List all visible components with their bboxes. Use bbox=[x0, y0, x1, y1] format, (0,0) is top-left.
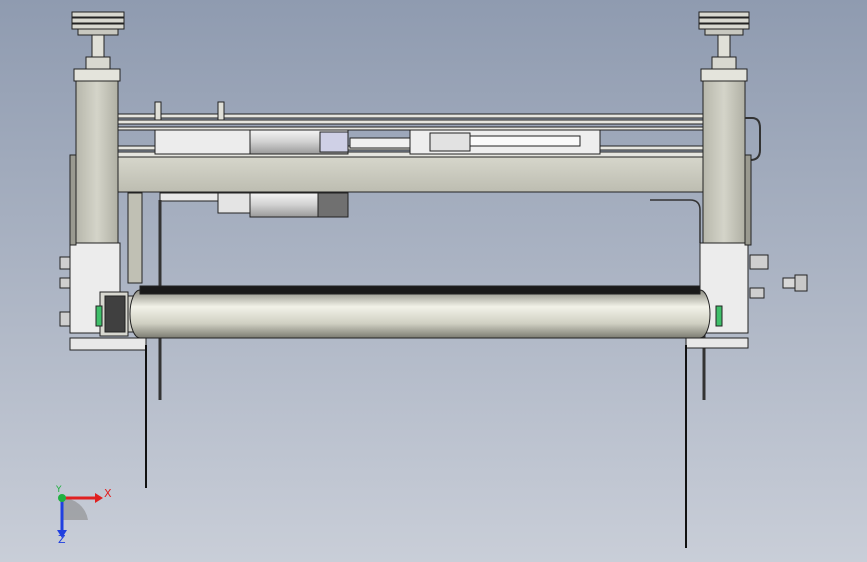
left-bearing-seal bbox=[95, 305, 103, 327]
y-axis-label: Y bbox=[56, 485, 62, 495]
left-side-plate bbox=[69, 154, 77, 246]
left-adjust-knob[interactable] bbox=[71, 11, 125, 82]
loose-bolt[interactable] bbox=[782, 274, 808, 292]
roller-belt-edge bbox=[139, 285, 701, 295]
left-bolt-lower bbox=[59, 311, 71, 327]
z-axis-arrowhead bbox=[57, 530, 67, 538]
rail-post-left bbox=[154, 101, 162, 121]
right-bolt-lower bbox=[749, 287, 765, 299]
left-hanging-plate bbox=[127, 192, 143, 284]
right-side-plate bbox=[744, 154, 752, 246]
main-crossbeam[interactable] bbox=[117, 156, 704, 193]
right-guide-rod bbox=[650, 199, 701, 243]
right-base-bracket bbox=[685, 337, 749, 548]
triad-shade bbox=[62, 497, 88, 520]
x-axis-label: X bbox=[104, 487, 112, 500]
left-side-post[interactable] bbox=[75, 80, 119, 244]
rail-post-mid bbox=[217, 101, 225, 121]
conveyor-roller[interactable] bbox=[129, 289, 711, 339]
right-bolt-upper bbox=[749, 254, 769, 270]
right-adjust-knob[interactable] bbox=[698, 11, 750, 82]
right-bearing-seal bbox=[715, 305, 723, 327]
right-bearing-block[interactable] bbox=[699, 242, 749, 334]
z-axis-label: Z bbox=[58, 533, 66, 546]
x-axis-arrowhead bbox=[95, 493, 103, 503]
left-bolt-upper bbox=[59, 256, 71, 270]
coordinate-triad bbox=[57, 493, 103, 538]
drive-mechanism[interactable] bbox=[154, 129, 601, 155]
y-axis-dot bbox=[58, 494, 66, 502]
left-base-bracket bbox=[69, 337, 147, 488]
left-bolt-mid bbox=[59, 277, 71, 289]
roller-conveyor-assembly[interactable] bbox=[59, 11, 808, 548]
right-side-post[interactable] bbox=[702, 80, 746, 244]
right-bent-rod bbox=[745, 117, 761, 161]
under-beam-motor[interactable] bbox=[159, 192, 349, 218]
